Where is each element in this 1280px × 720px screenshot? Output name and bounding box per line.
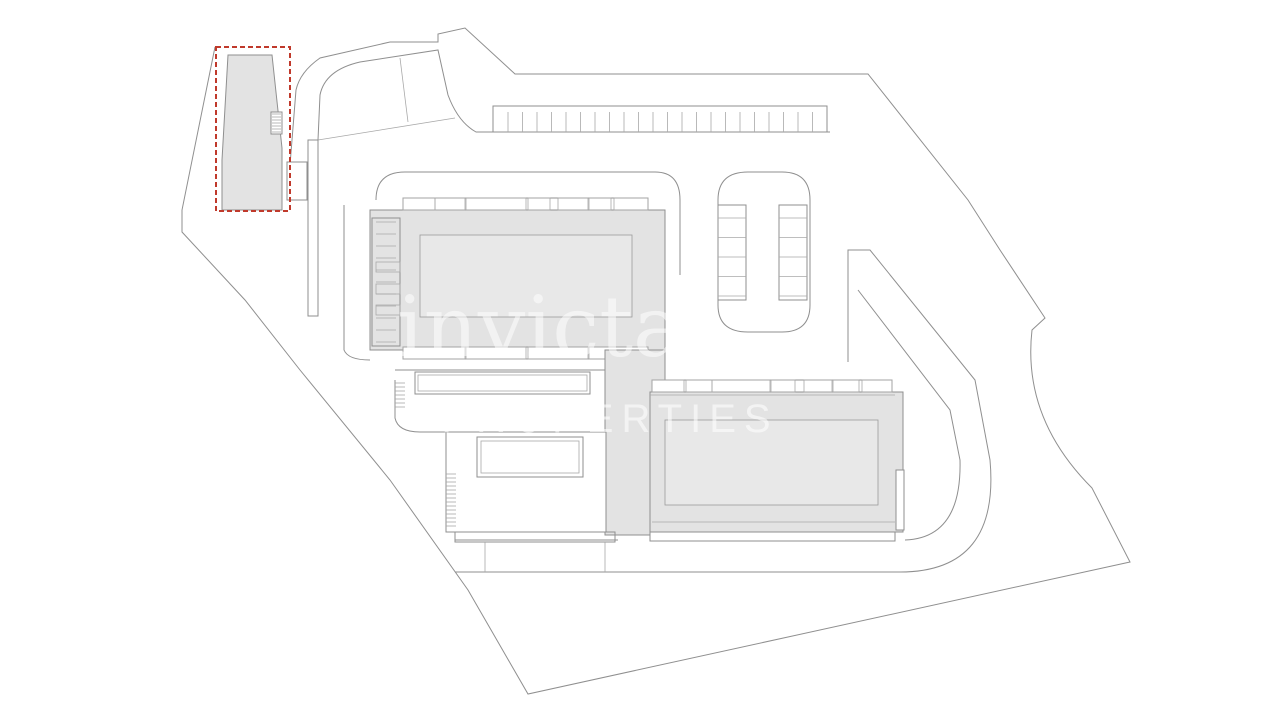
watermark-tagline: PROPERTIES [441,397,778,441]
internal-road-loop-west [343,205,371,361]
terrace-bay [711,379,771,393]
parking-strip-north [492,105,828,133]
access-road [317,49,830,141]
internal-road-loop [375,171,681,275]
access-road-divider [317,57,456,141]
central-pool [414,371,591,395]
terrace-bay [770,379,796,393]
highlighted-unit-annex [286,161,308,201]
parking-stalls-north [507,112,813,132]
parking-island [717,171,811,333]
terrace-bay [803,379,833,393]
building-c-footprint [445,431,607,533]
building-c-pool [476,436,584,478]
highlighted-unit-stair-treads [272,113,281,133]
watermark-brand: invicta [397,278,683,376]
window-bay [375,304,401,316]
terrace-bay [527,346,589,360]
terrace-bay [651,379,685,393]
building-b-pool [664,419,879,506]
terrace-bay [434,197,466,211]
stair-west [395,382,405,408]
building-b-terrace-north [651,379,893,393]
parking-row-east [778,204,808,301]
terrace-bay [832,379,860,393]
building-c-terrace [454,531,616,543]
highlight-selection-box [215,46,291,212]
internal-road [307,139,319,317]
terrace-bay [527,197,551,211]
highlighted-unit-footprint [221,54,283,211]
building-c-walkway [484,542,606,572]
terrace-bay [402,346,466,360]
building-a-pool [419,234,633,318]
window-bay [375,261,401,273]
terrace-bay [557,197,589,211]
building-c-pool-inner [480,440,580,474]
terrace-bay [588,197,612,211]
terrace-bay [613,197,649,211]
building-b-details [650,379,895,523]
parking-row-west [717,204,747,301]
site-boundary [181,27,1131,695]
terrace-bay [465,197,527,211]
terrace-bay [861,379,893,393]
terrace-bay [465,346,527,360]
ring-road-inner [857,289,961,541]
parking-stalls-island [718,217,807,297]
building-b-east-wing [895,469,905,531]
building-b-terrace-south [649,531,896,542]
stair-south [446,473,456,527]
central-pool-inner [417,374,588,392]
ring-road [394,249,992,573]
